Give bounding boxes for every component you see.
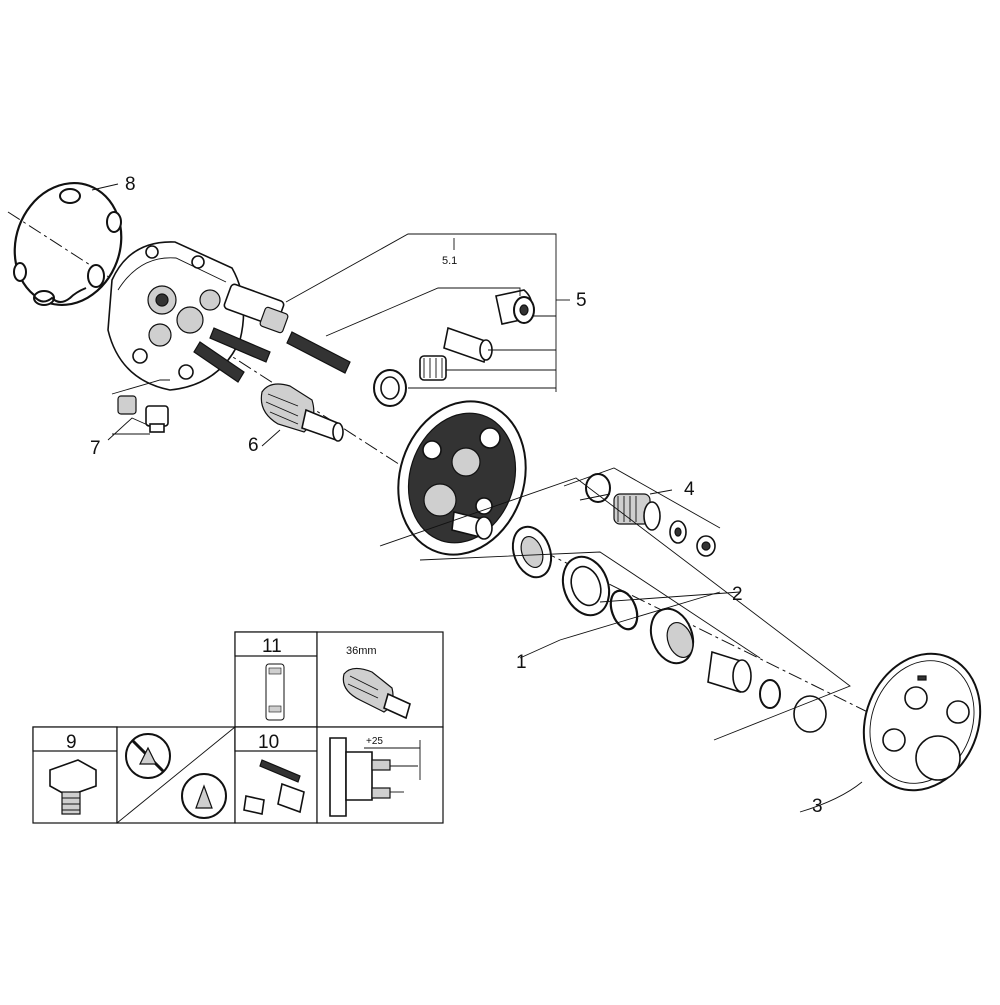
panel-10-number: 10 xyxy=(258,732,279,753)
panel-9: 9 xyxy=(32,726,118,824)
part-7-fittings xyxy=(107,379,170,441)
callout-4: 4 xyxy=(684,479,695,500)
panel-installation-depth: +25 xyxy=(316,726,444,824)
panel-10: 10 xyxy=(234,726,318,824)
panel-11: 11 xyxy=(234,631,318,728)
part-6-cartridge xyxy=(260,383,344,447)
callout-8: 8 xyxy=(125,174,136,195)
panel-36mm: 36mm xyxy=(316,631,444,728)
offset-label: +25 xyxy=(366,736,383,747)
valve-body xyxy=(107,241,289,391)
mounting-plate xyxy=(397,400,527,556)
part-5-group xyxy=(373,289,535,407)
part-8-seal-ring xyxy=(13,181,123,307)
part-5-1-spindle xyxy=(286,331,351,374)
part-3-faceplate xyxy=(799,652,982,813)
callout-2: 2 xyxy=(732,584,743,605)
callout-5-1: 5.1 xyxy=(442,255,457,267)
panel-9-number: 9 xyxy=(66,732,77,753)
part-4-group xyxy=(563,467,721,557)
callout-7: 7 xyxy=(90,438,101,459)
callout-5-bracket xyxy=(285,233,570,392)
callout-1: 1 xyxy=(516,652,527,673)
panel-warnings xyxy=(116,726,236,824)
panel-11-number: 11 xyxy=(262,636,282,657)
size-label: 36mm xyxy=(346,645,377,657)
callout-6: 6 xyxy=(248,435,259,456)
callout-5: 5 xyxy=(576,290,587,311)
part-1-2-stack xyxy=(379,477,851,741)
callout-labels: 8 5.1 5 7 6 4 2 1 3 xyxy=(90,174,823,817)
callout-3: 3 xyxy=(812,796,823,817)
